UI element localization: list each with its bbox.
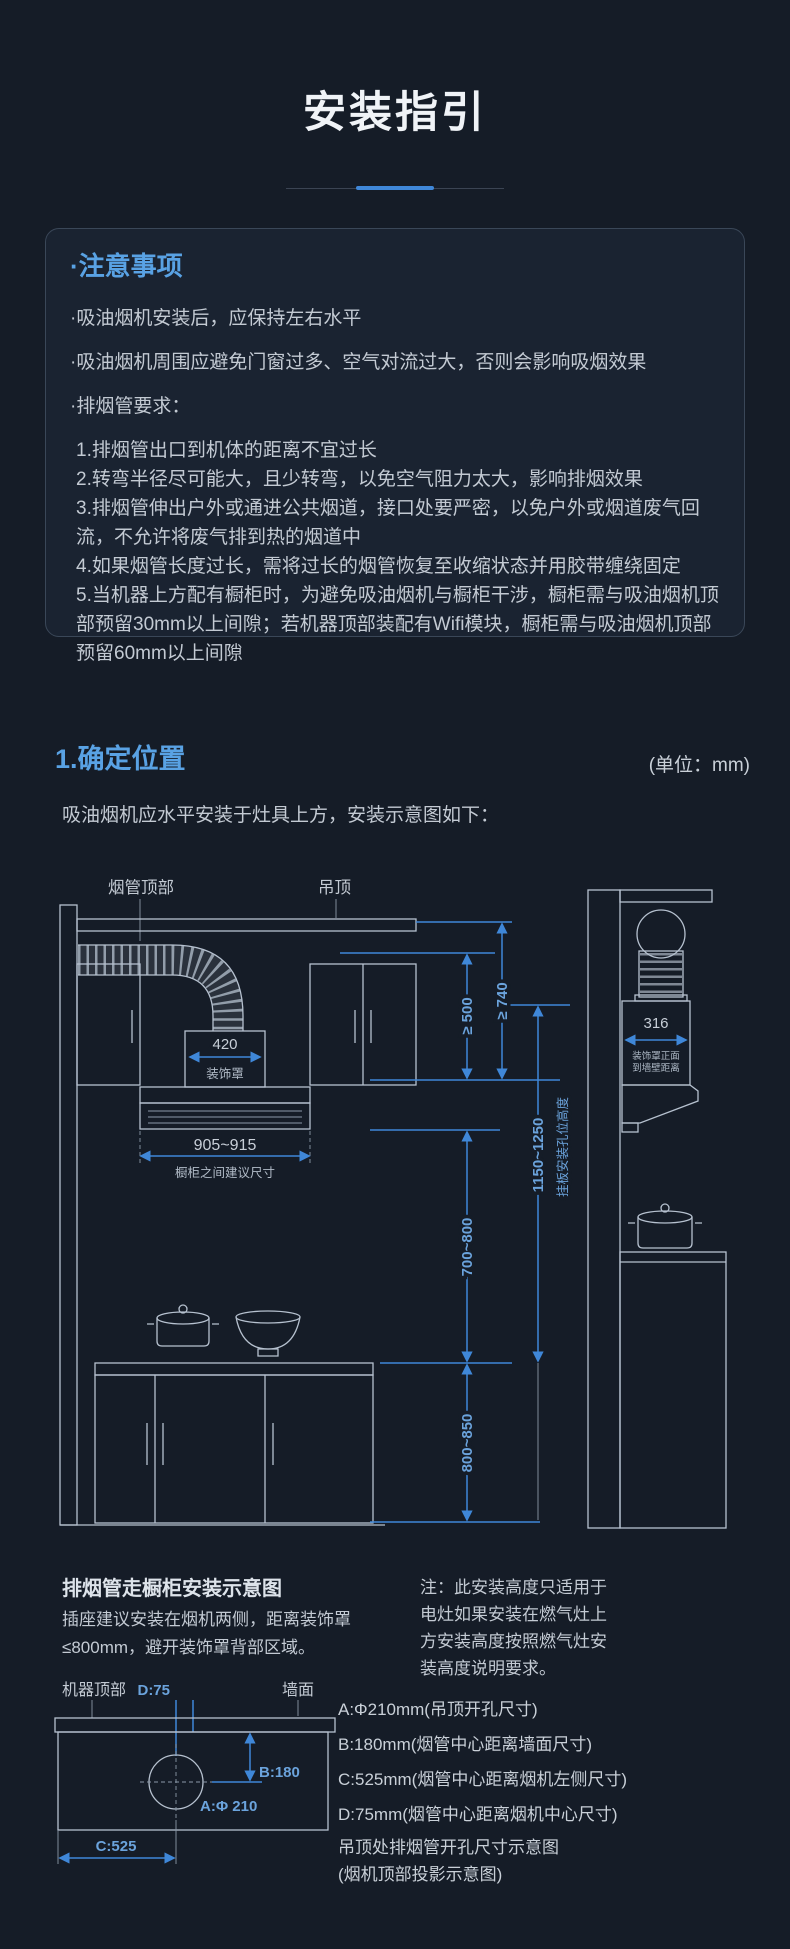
decorative-cover: 420 装饰罩 [184, 1030, 266, 1088]
wall-bar [54, 1717, 336, 1733]
svg-text:700~800: 700~800 [459, 1218, 476, 1277]
installation-diagram: 烟管顶部 吊顶 [59, 878, 727, 1529]
cabinet-gap-dimension: 905~915 橱柜之间建议尺寸 [139, 1131, 311, 1180]
svg-text:800~850: 800~850 [459, 1414, 476, 1473]
notice-item: 2.转弯半径尽可能大，且少转弯，以免空气阻力太大，影响排烟效果 [76, 469, 643, 490]
ceiling-hole-diagram: 机器顶部 D:75 墙面 B:180 A:Φ 210 C:525 [54, 1681, 336, 1864]
notice-item: 1.排烟管出口到机体的距离不宜过长 [76, 440, 377, 461]
side-cookware [628, 1203, 702, 1249]
machine-top-outline [57, 1731, 329, 1831]
cookware [147, 1304, 301, 1357]
hole-caption-line2: (烟机顶部投影示意图) [338, 1865, 503, 1884]
height-dimensions: ≥ 500 ≥ 740 1150~1250 挂板安装孔位高度 700~800 8… [340, 921, 573, 1523]
dim-min-740: ≥ 740 [491, 922, 515, 1080]
svg-text:墙面: 墙面 [282, 1681, 314, 1699]
duct-top-label: 烟管顶部 [108, 878, 174, 941]
dim-plate-height: 1150~1250 挂板安装孔位高度 [527, 1005, 573, 1520]
unit-label: (单位：mm) [648, 755, 750, 776]
notice-bullet: ·吸油烟机安装后，应保持左右水平 [70, 308, 362, 329]
brick-wall [587, 889, 621, 1529]
svg-text:A:Φ 210: A:Φ 210 [200, 1798, 257, 1815]
svg-text:420: 420 [212, 1036, 237, 1053]
hole-caption-line1: 吊顶处排烟管开孔尺寸示意图 [338, 1838, 559, 1857]
svg-text:机器顶部: 机器顶部 [62, 1681, 126, 1699]
legend-item-a: A:Φ210mm(吊顶开孔尺寸) [338, 1700, 538, 1719]
dim-hood-to-cooktop: 700~800 [456, 1130, 480, 1363]
notice-bullet: ·排烟管要求： [70, 396, 191, 417]
duct-hole [140, 1744, 212, 1820]
hole-diagram-caption: 吊顶处排烟管开孔尺寸示意图 (烟机顶部投影示意图) [338, 1834, 559, 1888]
svg-text:1150~1250: 1150~1250 [530, 1118, 547, 1193]
legend-item-c: C:525mm(烟管中心距离烟机左侧尺寸) [338, 1770, 628, 1789]
svg-text:B:180: B:180 [259, 1764, 300, 1781]
notice-item: 4.如果烟管长度过长，需将过长的烟管恢复至收缩状态并用胶带缠绕固定 [76, 556, 681, 577]
base-cabinets [60, 1362, 385, 1526]
ceiling-bar-side [619, 889, 713, 903]
legend-item-d: D:75mm(烟管中心距离烟机中心尺寸) [338, 1805, 618, 1824]
notice-item: 3.排烟管伸出户外或通进公共烟道，接口处要严密，以免户外或烟道废气回流，不允许将… [76, 498, 700, 548]
svg-text:316: 316 [643, 1015, 668, 1032]
upper-cabinets [76, 963, 417, 1086]
hole-legend: A:Φ210mm(吊顶开孔尺寸) B:180mm(烟管中心距离墙面尺寸) C:5… [338, 1692, 627, 1832]
exhaust-duct [78, 944, 244, 1031]
height-note-line: 电灶如果安装在燃气灶上 [420, 1605, 607, 1624]
height-note-line: 注：此安装高度只适用于 [420, 1578, 607, 1597]
hood-body [139, 1086, 311, 1130]
title-divider [286, 186, 504, 192]
notice-title: ·注意事项 [70, 251, 183, 281]
front-view-diagram: 420 装饰罩 905~915 橱柜之间建议尺寸 [59, 904, 417, 1526]
side-view-diagram: 316 装饰罩正面 到墙壁距离 [587, 889, 727, 1529]
socket-note: 插座建议安装在烟机两侧，距离装饰罩≤800mm，避开装饰罩背部区域。 [62, 1610, 351, 1657]
section-intro: 吸油烟机应水平安装于灶具上方，安装示意图如下： [62, 805, 500, 826]
side-counter [619, 1251, 727, 1529]
ceiling-bar [76, 918, 417, 932]
svg-text:≥ 740: ≥ 740 [494, 982, 511, 1019]
section-heading: 1.确定位置 [55, 744, 186, 774]
svg-text:D:75: D:75 [137, 1682, 170, 1699]
svg-text:装饰罩: 装饰罩 [206, 1067, 244, 1081]
notice-bullet: ·吸油烟机周围应避免门窗过多、空气对流过大，否则会影响吸烟效果 [70, 352, 647, 373]
svg-text:到墙壁距离: 到墙壁距离 [632, 1062, 680, 1074]
side-duct [634, 909, 688, 1002]
svg-text:C:525: C:525 [96, 1838, 137, 1855]
ceiling-label: 吊顶 [318, 879, 351, 918]
svg-text:挂板安装孔位高度: 挂板安装孔位高度 [555, 1097, 570, 1198]
svg-text:吊顶: 吊顶 [318, 879, 351, 897]
svg-text:橱柜之间建议尺寸: 橱柜之间建议尺寸 [175, 1166, 275, 1180]
height-note-line: 方安装高度按照燃气灶安 [420, 1632, 607, 1651]
notice-item: 5.当机器上方配有橱柜时，为避免吸油烟机与橱柜干涉，橱柜需与吸油烟机顶部预留30… [76, 585, 719, 664]
notice-card: ·注意事项 ·吸油烟机安装后，应保持左右水平 ·吸油烟机周围应避免门窗过多、空气… [45, 228, 745, 664]
side-hood-body [621, 1084, 699, 1133]
height-note-line: 装高度说明要求。 [420, 1659, 556, 1678]
divider-accent [356, 186, 434, 190]
svg-text:905~915: 905~915 [194, 1137, 257, 1154]
svg-text:烟管顶部: 烟管顶部 [108, 878, 174, 897]
legend-item-b: B:180mm(烟管中心距离墙面尺寸) [338, 1735, 593, 1754]
hole-diagram-labels: 机器顶部 D:75 墙面 [62, 1681, 314, 1756]
page-title: 安装指引 [303, 89, 487, 137]
dim-counter-height: 800~850 [456, 1363, 480, 1522]
svg-text:装饰罩正面: 装饰罩正面 [632, 1050, 680, 1062]
left-wall [59, 904, 78, 1526]
svg-text:≥ 500: ≥ 500 [459, 997, 476, 1034]
side-cover-depth: 316 装饰罩正面 到墙壁距离 [621, 1000, 691, 1086]
diagram-caption: 排烟管走橱柜安装示意图 [62, 1578, 282, 1600]
height-note: 注：此安装高度只适用于 电灶如果安装在燃气灶上 方安装高度按照燃气灶安 装高度说… [420, 1574, 607, 1682]
dim-min-500: ≥ 500 [456, 953, 480, 1080]
hole-dimensions: B:180 A:Φ 210 C:525 [57, 1732, 300, 1864]
